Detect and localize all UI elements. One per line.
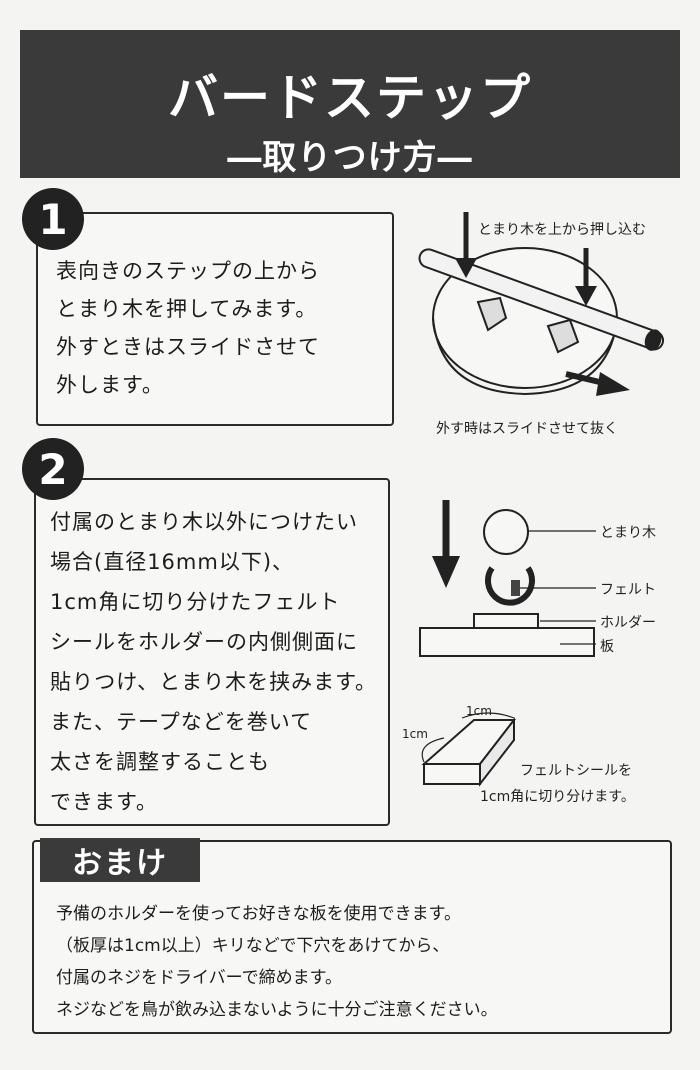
bonus-line: 付属のネジをドライバーで締めます。 — [56, 968, 342, 988]
bonus-tab: おまけ — [40, 838, 200, 882]
step1-illustration — [418, 212, 665, 396]
bonus-line: ネジなどを鳥が飲み込まないように十分ご注意ください。 — [56, 1000, 498, 1020]
bonus-line: （板厚は1cm以上）キリなどで下穴をあけてから、 — [56, 936, 450, 956]
felt-caption-line2: 1cm角に切り分けます。 — [480, 789, 635, 805]
step2-line: 場合(直径16mm以下)、 — [50, 550, 295, 574]
page-subtitle: ―取りつけ方― — [227, 138, 473, 178]
bonus-line: 予備のホルダーを使ってお好きな板を使用できます。 — [56, 904, 461, 924]
step2-box — [34, 478, 390, 826]
step1-line: とまり木を押してみます。 — [56, 297, 318, 321]
step2-line: 貼りつけ、とまり木を挟みます。 — [50, 670, 378, 694]
holder-base — [473, 613, 539, 628]
page-title: バードステップ — [168, 69, 532, 127]
dim-line-side — [421, 737, 445, 763]
felt-dim-side: 1cm — [402, 727, 428, 741]
step1-line: 表向きのステップの上から — [56, 259, 320, 283]
step2-line: 1cm角に切り分けたフェルト — [50, 590, 341, 614]
step1-number-badge: 1 — [22, 188, 84, 250]
title-banner: バードステップ ―取りつけ方― — [20, 30, 680, 178]
felt-label: フェルト — [600, 582, 656, 598]
step2-line: シールをホルダーの内側側面に — [50, 630, 358, 654]
felt-caption-line1: フェルトシールを — [520, 763, 632, 779]
step1-slide-label: 外す時はスライドさせて抜く — [436, 421, 618, 437]
push-arrow-2-head — [575, 286, 597, 306]
board — [419, 627, 595, 657]
perch-cross-section — [483, 509, 529, 555]
step2-number-badge: 2 — [22, 438, 84, 500]
step2-illustration — [419, 500, 596, 787]
step1-box — [36, 212, 394, 426]
holder-label: ホルダー — [600, 615, 656, 631]
insert-arrow-head — [432, 556, 460, 588]
holder-clip — [485, 566, 535, 606]
holder-right — [546, 318, 580, 354]
step2-line: 付属のとまり木以外につけたい — [50, 510, 358, 534]
bonus-text: 予備のホルダーを使ってお好きな板を使用できます。 （板厚は1cm以上）キリなどで… — [56, 898, 498, 1026]
step2-line: 太さを調整することも — [50, 750, 270, 774]
dim-line-top — [461, 712, 515, 719]
push-arrow-1-head — [455, 258, 477, 278]
slide-arrow-head — [596, 372, 630, 396]
step1-push-label: とまり木を上から押し込む — [478, 222, 646, 238]
felt-pad — [511, 580, 520, 596]
step1-line: 外すときはスライドさせて — [56, 335, 320, 359]
felt-dim-top: 1cm — [466, 704, 492, 718]
perch-label: とまり木 — [600, 525, 656, 541]
round-step-disk-edge — [432, 317, 618, 396]
step2-line: また、テープなどを巻いて — [50, 710, 313, 734]
step1-line: 外します。 — [56, 373, 164, 397]
perch-rod — [418, 248, 665, 351]
holder-left — [476, 296, 508, 332]
step1-text: 表向きのステップの上から とまり木を押してみます。 外すときはスライドさせて 外… — [56, 252, 320, 404]
board-label: 板 — [600, 639, 614, 655]
step2-text: 付属のとまり木以外につけたい 場合(直径16mm以下)、 1cm角に切り分けたフ… — [50, 502, 377, 822]
step2-line: できます。 — [50, 790, 158, 814]
felt-sheet-front — [423, 763, 481, 785]
